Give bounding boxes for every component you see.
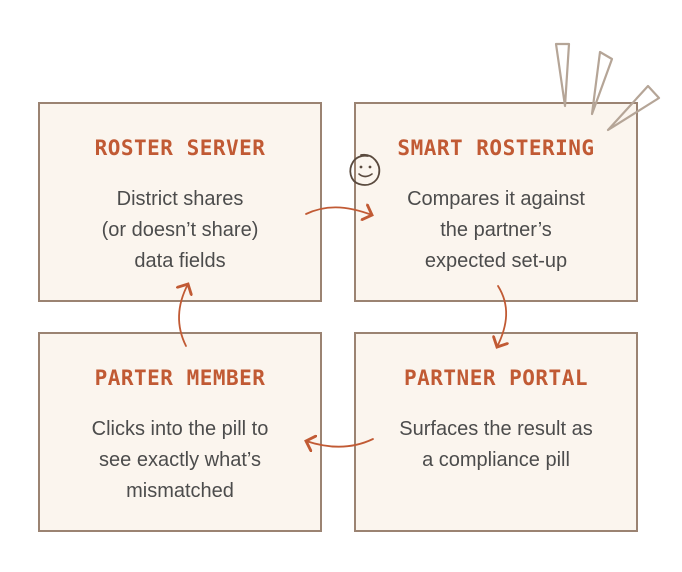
smart-rostering-box: SMART ROSTERING Compares it against the …	[354, 102, 638, 302]
parter-member-line: Clicks into the pill to	[91, 418, 269, 440]
partner-portal-line: Surfaces the result as	[399, 418, 593, 440]
roster-server-box: ROSTER SERVER District shares (or doesn’…	[38, 102, 322, 302]
smart-rostering-line: Compares it against	[407, 188, 585, 210]
roster-server-line: (or doesn’t share)	[101, 219, 259, 241]
smart-rostering-line: expected set-up	[424, 250, 568, 272]
smart-rostering-description: Compares it against the partner’s expect…	[368, 184, 624, 277]
partner-portal-description: Surfaces the result as a compliance pill	[368, 414, 624, 476]
partner-portal-box: PARTNER PORTAL Surfaces the result as a …	[354, 332, 638, 532]
roster-server-line: data fields	[134, 250, 226, 272]
roster-server-line: District shares	[116, 188, 244, 210]
smart-rostering-title: SMART ROSTERING	[397, 136, 595, 160]
partner-portal-line: a compliance pill	[422, 449, 570, 471]
parter-member-description: Clicks into the pill to see exactly what…	[52, 414, 308, 507]
parter-member-title: PARTER MEMBER	[94, 366, 266, 390]
parter-member-box: PARTER MEMBER Clicks into the pill to se…	[38, 332, 322, 532]
roster-server-title: ROSTER SERVER	[94, 136, 266, 160]
parter-member-line: mismatched	[126, 480, 234, 502]
smart-rostering-line: the partner’s	[440, 219, 552, 241]
partner-portal-title: PARTNER PORTAL	[403, 366, 588, 390]
roster-server-description: District shares (or doesn’t share) data …	[52, 184, 308, 277]
parter-member-line: see exactly what’s	[99, 449, 261, 471]
